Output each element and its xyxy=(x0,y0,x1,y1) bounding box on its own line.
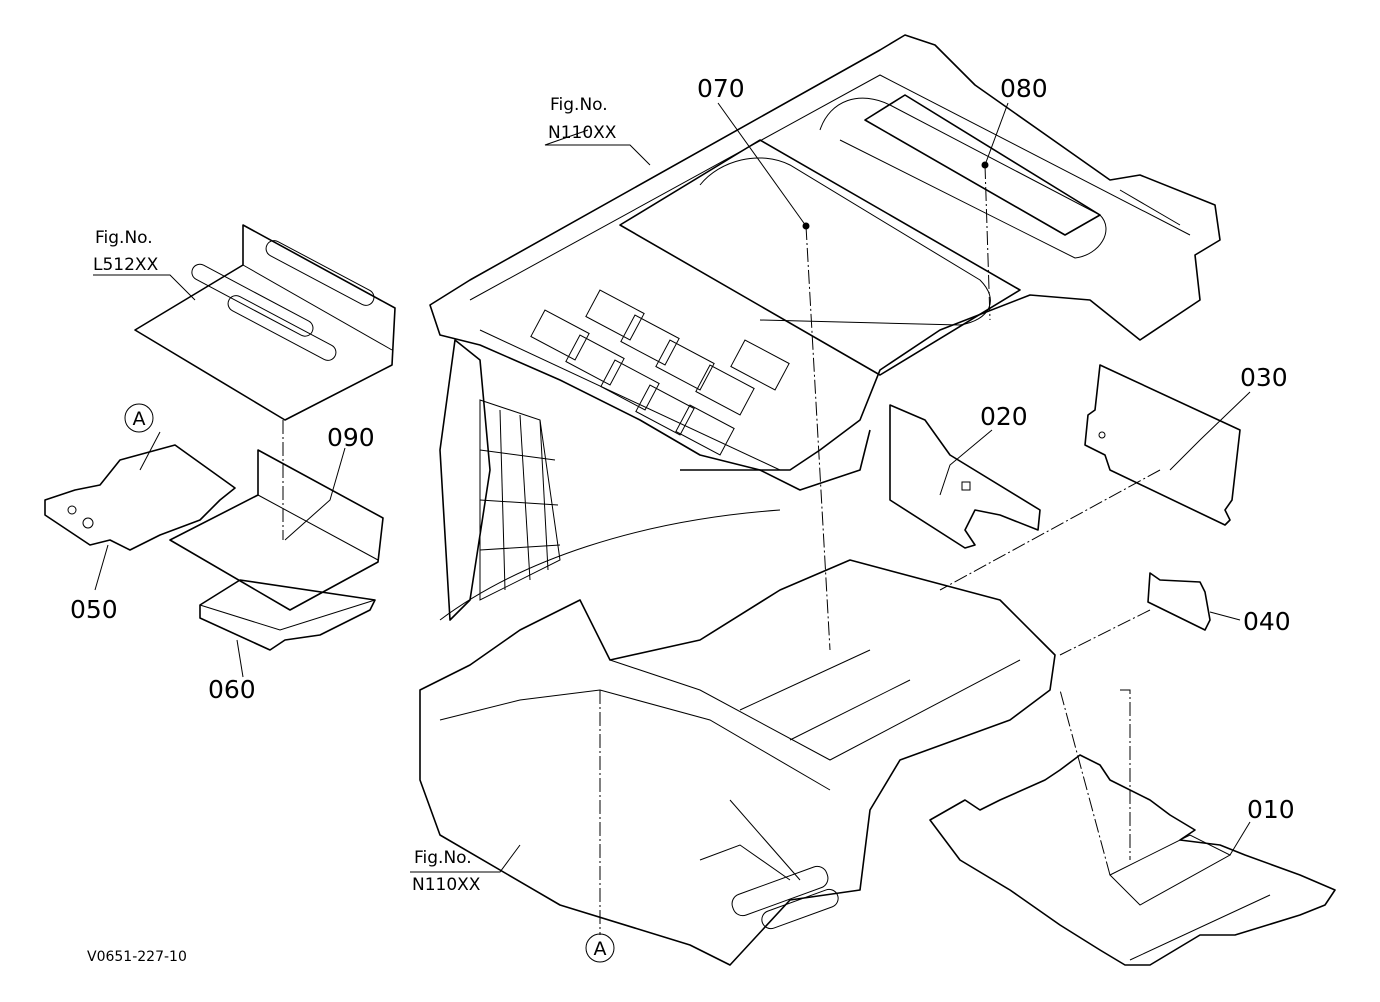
callout-090: 090 xyxy=(327,423,375,452)
ref-bottom-code: N110XX xyxy=(412,875,481,895)
figure-references: Fig.No. N110XX Fig.No. L512XX Fig.No. N1… xyxy=(93,95,617,895)
floor-frame xyxy=(419,559,1056,966)
ref-top-label: Fig.No. xyxy=(550,95,608,115)
part-040-small-insulator xyxy=(1147,572,1211,631)
part-080-rear-roof-mat xyxy=(819,94,1107,259)
callout-060: 060 xyxy=(208,675,256,704)
callout-030: 030 xyxy=(1240,363,1288,392)
part-090-mat xyxy=(169,449,384,611)
callout-010: 010 xyxy=(1247,795,1295,824)
callout-070: 070 xyxy=(697,74,745,103)
callout-labels: 070 080 020 030 040 010 050 060 090 xyxy=(70,74,1295,824)
part-030-rear-insulator xyxy=(1084,364,1241,526)
ref-left-code: L512XX xyxy=(93,255,159,275)
part-050-floor-plate xyxy=(44,444,236,551)
callout-040: 040 xyxy=(1243,607,1291,636)
callout-050: 050 xyxy=(70,595,118,624)
circle-markers: A A xyxy=(124,403,615,963)
marker-lower-circle xyxy=(585,933,615,963)
panel-l512xx xyxy=(134,224,396,421)
leader-lines xyxy=(93,102,1251,873)
assembly-lines xyxy=(282,164,1161,935)
part-020-side-insulator xyxy=(889,404,1041,549)
ref-bottom-label: Fig.No. xyxy=(414,848,472,868)
ref-top-code: N110XX xyxy=(548,123,617,143)
cabin-frame xyxy=(429,34,1221,621)
callout-080: 080 xyxy=(1000,74,1048,103)
ref-left-label: Fig.No. xyxy=(95,228,153,248)
marker-lower: A xyxy=(594,938,607,960)
part-060-spacer xyxy=(199,579,376,651)
marker-upper: A xyxy=(133,408,146,430)
drawing-code: V0651-227-10 xyxy=(87,949,187,965)
part-010-floor-mat xyxy=(929,754,1336,966)
callout-020: 020 xyxy=(980,402,1028,431)
marker-upper-circle xyxy=(124,403,154,433)
